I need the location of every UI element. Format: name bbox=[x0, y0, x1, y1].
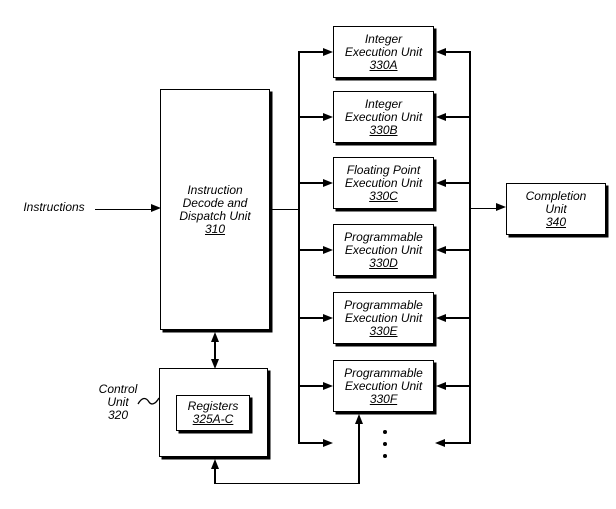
decode-dispatch-unit-box: Instruction Decode and Dispatch Unit 310 bbox=[160, 89, 270, 330]
dispatch-arrow-line bbox=[298, 317, 324, 319]
execution-unit-330F-box: Programmable Execution Unit 330F bbox=[333, 360, 434, 412]
ellipsis-dot bbox=[383, 430, 387, 434]
result-arrowhead-icon bbox=[436, 245, 446, 254]
up-arrowhead-icon bbox=[210, 331, 219, 342]
dispatch-arrowhead-icon bbox=[323, 178, 333, 187]
dispatch-arrow-line bbox=[298, 182, 324, 184]
execution-unit-330A-label: Integer Execution Unit bbox=[344, 31, 423, 59]
execution-unit-330D-label: Programmable Execution Unit bbox=[344, 229, 423, 257]
instructions-arrow-line bbox=[95, 208, 153, 210]
dispatch-arrow-line bbox=[298, 51, 324, 53]
execution-unit-330A-ref: 330A bbox=[369, 57, 398, 72]
execution-unit-330B-box: Integer Execution Unit 330B bbox=[333, 91, 434, 143]
result-arrow-line bbox=[445, 182, 470, 184]
completion-unit-box: Completion Unit 340 bbox=[506, 183, 606, 235]
control-feedback-line-horizontal bbox=[214, 482, 361, 484]
result-bus-line bbox=[469, 51, 471, 444]
result-arrow-line bbox=[445, 317, 470, 319]
completion-arrowhead-icon bbox=[496, 203, 506, 211]
decode-control-link-line bbox=[214, 339, 216, 361]
down-arrowhead-icon bbox=[210, 358, 219, 369]
control-feedback-line-vertical bbox=[214, 467, 216, 484]
execution-unit-330E-box: Programmable Execution Unit 330E bbox=[333, 292, 434, 344]
dispatch-arrow-line-more bbox=[298, 442, 324, 444]
result-arrowhead-icon bbox=[436, 112, 446, 121]
registers-label: Registers bbox=[187, 399, 239, 413]
dispatch-arrow-line bbox=[298, 249, 324, 251]
dispatch-arrow-line bbox=[298, 116, 324, 118]
execution-unit-330D-ref: 330D bbox=[369, 255, 398, 270]
dispatch-arrowhead-icon bbox=[323, 438, 333, 447]
result-arrow-line bbox=[445, 249, 470, 251]
dispatch-arrowhead-icon bbox=[323, 313, 333, 322]
unit-feedback-arrowhead-icon bbox=[354, 413, 363, 424]
execution-unit-330E-label: Programmable Execution Unit bbox=[344, 297, 423, 325]
control-unit-ref: 320 bbox=[107, 408, 129, 422]
label-connector-squiggle bbox=[137, 397, 160, 405]
result-arrowhead-icon bbox=[436, 313, 446, 322]
dispatch-arrowhead-icon bbox=[323, 47, 333, 56]
execution-unit-330C-ref: 330C bbox=[369, 188, 398, 203]
result-arrowhead-icon bbox=[436, 178, 446, 187]
ellipsis-dot bbox=[383, 454, 387, 458]
result-arrow-line-more bbox=[444, 442, 470, 444]
execution-unit-330B-label: Integer Execution Unit bbox=[344, 96, 423, 124]
execution-unit-330E-ref: 330E bbox=[369, 323, 398, 338]
unit-feedback-line-vertical bbox=[358, 421, 360, 484]
execution-unit-330C-label: Floating Point Execution Unit bbox=[344, 162, 423, 190]
ellipsis-dot bbox=[383, 442, 387, 446]
result-arrowhead-icon bbox=[436, 381, 446, 390]
decode-dispatch-unit-ref: 310 bbox=[204, 221, 226, 236]
execution-unit-330C-box: Floating Point Execution Unit 330C bbox=[333, 157, 434, 209]
execution-unit-330F-ref: 330F bbox=[369, 391, 398, 406]
decode-dispatch-unit-label: Instruction Decode and Dispatch Unit bbox=[179, 182, 251, 223]
execution-unit-330A-box: Integer Execution Unit 330A bbox=[333, 26, 434, 78]
result-arrowhead-icon bbox=[436, 47, 446, 56]
dispatch-arrowhead-icon bbox=[323, 381, 333, 390]
control-unit-label: Control Unit 320 bbox=[93, 383, 143, 422]
registers-ref: 325A-C bbox=[192, 412, 234, 426]
result-arrow-line bbox=[445, 116, 470, 118]
execution-unit-330D-box: Programmable Execution Unit 330D bbox=[333, 224, 434, 276]
instructions-arrowhead-icon bbox=[151, 204, 161, 212]
dispatch-bus-line bbox=[298, 51, 300, 444]
decode-to-bus-line bbox=[272, 208, 299, 210]
completion-unit-ref: 340 bbox=[545, 214, 567, 229]
result-arrowhead-icon bbox=[435, 438, 445, 447]
bus-to-completion-line bbox=[470, 207, 497, 209]
dispatch-arrowhead-icon bbox=[323, 112, 333, 121]
instructions-label: Instructions bbox=[23, 200, 85, 214]
completion-unit-label: Completion Unit bbox=[525, 188, 587, 216]
result-arrow-line bbox=[445, 385, 470, 387]
dispatch-arrowhead-icon bbox=[323, 245, 333, 254]
registers-box: Registers 325A-C bbox=[176, 395, 250, 431]
execution-unit-330B-ref: 330B bbox=[369, 122, 398, 137]
control-feedback-arrowhead-icon bbox=[210, 458, 219, 469]
result-arrow-line bbox=[445, 51, 470, 53]
execution-unit-330F-label: Programmable Execution Unit bbox=[344, 365, 423, 393]
dispatch-arrow-line bbox=[298, 385, 324, 387]
